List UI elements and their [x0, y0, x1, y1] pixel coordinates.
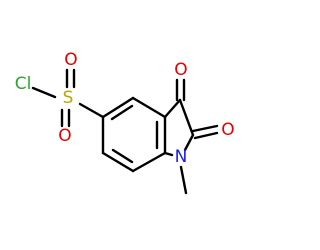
bond-n-methyl: [179, 165, 188, 195]
atom-oxygen-ketone-c3: O: [174, 60, 187, 80]
bond-cl-s: [31, 86, 57, 99]
bond-c4-c5-inner: [110, 104, 134, 121]
atom-oxygen-sulfonyl-top: O: [64, 50, 77, 70]
bond-c2-n: [183, 133, 195, 152]
bond-c4-c3a: [131, 96, 167, 119]
bond-s-c5: [78, 102, 105, 119]
bond-c5-c4: [101, 96, 135, 119]
atom-chlorine: Cl: [15, 74, 32, 94]
atom-nitrogen: N: [175, 147, 188, 167]
bond-c7-c6: [101, 151, 135, 173]
bond-c7a-c7: [131, 151, 167, 173]
bond-c3a-c3: [163, 98, 182, 119]
bond-c3-c2: [178, 98, 195, 137]
atom-oxygen-sulfonyl-bottom: O: [58, 126, 71, 146]
bond-c2-o-2: [193, 131, 219, 140]
atom-sulfur: S: [63, 88, 74, 108]
atom-label-layer: Cl S O O O O N: [15, 50, 235, 167]
bond-layer: [31, 68, 219, 195]
structural-formula: Cl S O O O O N: [15, 50, 235, 195]
bond-c2-o-1: [191, 124, 219, 133]
bond-c7-c6-inner: [111, 148, 134, 164]
atom-oxygen-ketone-c2: O: [221, 120, 234, 140]
bond-n-c7a: [163, 151, 174, 157]
